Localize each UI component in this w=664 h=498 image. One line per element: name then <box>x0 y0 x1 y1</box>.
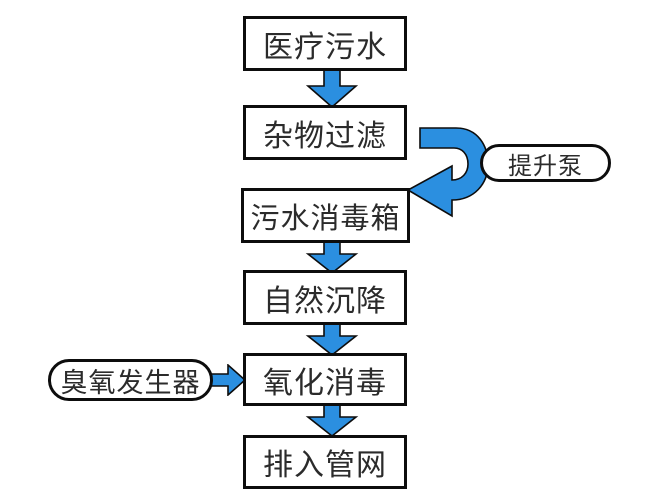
connector-arrow-down-1 <box>300 68 364 108</box>
connector-curved-arrow-pump <box>404 124 490 220</box>
flow-node-step-3[interactable]: 污水消毒箱 <box>241 188 410 243</box>
equipment-node-label: 臭氧发生器 <box>60 367 201 399</box>
equipment-node-pump[interactable]: 提升泵 <box>480 144 611 182</box>
flow-node-label: 氧化消毒 <box>263 365 387 401</box>
flow-node-label: 污水消毒箱 <box>250 200 401 235</box>
flow-node-label: 自然沉降 <box>263 283 387 319</box>
connector-arrow-down-2 <box>300 240 364 274</box>
connector-arrow-down-4 <box>300 403 364 437</box>
flow-node-step-6[interactable]: 排入管网 <box>243 435 407 489</box>
flow-node-label: 医疗污水 <box>263 29 387 65</box>
flow-node-label: 杂物过滤 <box>263 118 387 154</box>
flow-node-step-1[interactable]: 医疗污水 <box>243 16 407 71</box>
flow-node-label: 排入管网 <box>263 448 387 483</box>
connector-arrow-right-ozone <box>210 364 246 396</box>
flow-node-step-4[interactable]: 自然沉降 <box>243 270 407 325</box>
flow-node-step-5[interactable]: 氧化消毒 <box>243 353 407 406</box>
connector-arrow-down-3 <box>300 322 364 356</box>
flow-node-step-2[interactable]: 杂物过滤 <box>243 105 407 160</box>
equipment-node-ozone-generator[interactable]: 臭氧发生器 <box>48 359 213 401</box>
equipment-node-label: 提升泵 <box>508 151 583 180</box>
